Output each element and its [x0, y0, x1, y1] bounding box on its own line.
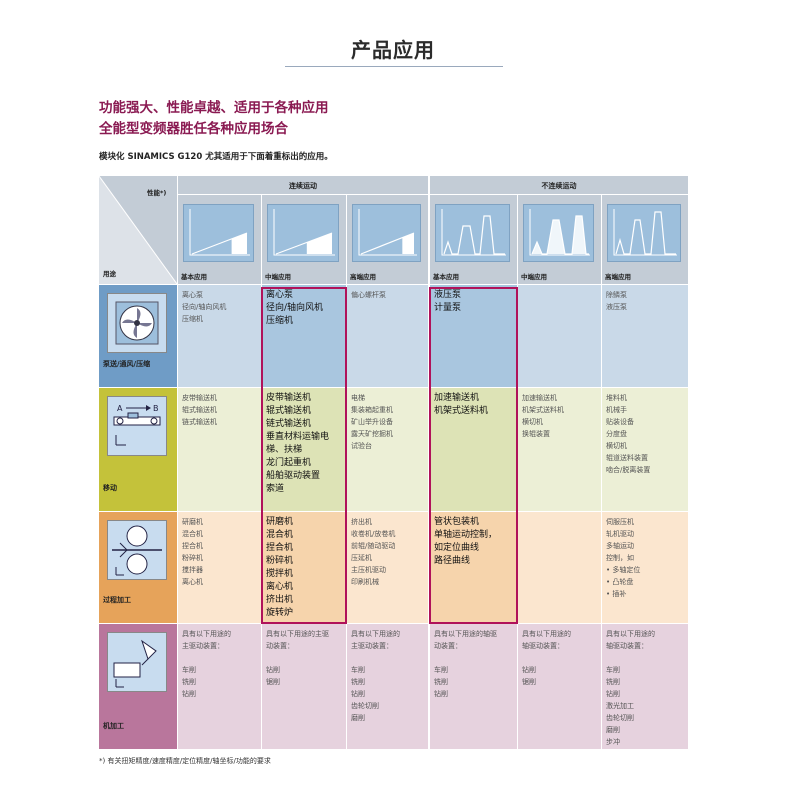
application-cell: 离心泵 径向/轴向风机 压缩机 [178, 285, 261, 387]
application-list: 皮带输送机 辊式输送机 链式输送机 垂直材料运输电 梯、扶梯 龙门起重机 船舶驱… [266, 393, 330, 494]
application-cell: 离心泵 径向/轴向风机 压缩机 [262, 285, 346, 387]
application-cell: 具有以下用途的 主驱动装置： 车削 铣削 钻削 齿轮切削 磨削 [347, 624, 428, 749]
application-matrix: 性能*) 用途 连续运动 不连续运动 基本应用 中端应用 高端应用 基本应用 中端应用 高… [99, 176, 688, 749]
application-list: 偏心螺杆泵 [351, 291, 386, 299]
row-label: 泵送/通风/压缩 [103, 360, 151, 368]
application-cell: 研磨机 混合机 捏合机 粉碎机 搅拌器 离心机 [178, 512, 261, 623]
headline-primary: 功能强大、性能卓越、适用于各种应用 [99, 100, 329, 116]
application-cell: 电梯 集装箱起重机 矿山举升设备 露天矿挖掘机 试验台 [347, 388, 428, 511]
application-cell: 偏心螺杆泵 [347, 285, 428, 387]
application-list: 具有以下用途的 轴驱动装置： 车削 铣削 钻削 激光加工 齿轮切削 磨削 步冲 [606, 630, 655, 746]
row-label-cell: 泵送/通风/压缩 [99, 285, 177, 387]
row-label-cell: 过程加工 [99, 512, 177, 623]
recommended-highlight-frame [429, 287, 518, 624]
motion-profile-chart [523, 204, 594, 262]
application-list: 具有以下用途的 主驱动装置： 车削 铣削 钻削 [182, 630, 231, 698]
application-level-label: 中端应用 [265, 273, 291, 281]
application-list: 离心泵 径向/轴向风机 压缩机 [182, 291, 227, 323]
application-cell: 具有以下用途的轴驱 动装置： 车削 铣削 钻削 [430, 624, 517, 749]
application-level-label: 高端应用 [350, 273, 376, 281]
headline-secondary: 全能型变频器胜任各种应用场合 [99, 121, 288, 137]
motion-profile-chart [267, 204, 339, 262]
fan-icon [107, 293, 167, 353]
application-list: 除鳞泵 液压泵 [606, 291, 627, 311]
application-list: 加速输送机 机架式送料机 横切机 换辊装置 [522, 394, 564, 438]
level-header: 中端应用 [518, 195, 601, 284]
page-title: 产品应用 [351, 38, 435, 62]
application-cell: 伺服压机 轧机驱动 多轴运动 控制，如 • 多轴定位 • 凸轮盘 • 插补 [602, 512, 688, 623]
application-list: 加速输送机 机架式送料机 [434, 393, 489, 416]
application-cell: 具有以下用途的主驱 动装置： 钻削 锯削 [262, 624, 346, 749]
application-cell: 挤出机 收卷机/放卷机 前辊/随动驱动 压延机 主压机驱动 印刷机械 [347, 512, 428, 623]
application-list: 电梯 集装箱起重机 矿山举升设备 露天矿挖掘机 试验台 [351, 394, 393, 450]
application-cell: 皮带输送机 辊式输送机 链式输送机 垂直材料运输电 梯、扶梯 龙门起重机 船舶驱… [262, 388, 346, 511]
application-list: 具有以下用途的 主驱动装置： 车削 铣削 钻削 齿轮切削 磨削 [351, 630, 400, 722]
application-level-label: 基本应用 [181, 273, 207, 281]
group-header-discontinuous: 不连续运动 [430, 176, 688, 194]
rollers-icon [107, 520, 167, 580]
group-header-continuous: 连续运动 [178, 176, 428, 194]
application-list: 液压泵 计量泵 [434, 290, 462, 313]
application-list: 堆料机 机械手 贴装设备 分度盘 横切机 辊道送料装置 啮合/脱离装置 [606, 394, 651, 474]
application-cell: 除鳞泵 液压泵 [602, 285, 688, 387]
application-level-label: 中端应用 [521, 273, 547, 281]
application-cell [518, 512, 601, 623]
application-list: 伺服压机 轧机驱动 多轴运动 控制，如 • 多轴定位 • 凸轮盘 • 插补 [606, 518, 641, 598]
application-list: 具有以下用途的轴驱 动装置： 车削 铣削 钻削 [434, 630, 497, 698]
intro-text: 模块化 SINAMICS G120 尤其适用于下面着重标出的应用。 [99, 152, 333, 162]
application-list: 具有以下用途的 轴驱动装置： 钻削 锯削 [522, 630, 571, 686]
level-header: 基本应用 [178, 195, 261, 284]
machining-icon [107, 632, 167, 692]
application-cell: 皮带输送机 辊式输送机 链式输送机 [178, 388, 261, 511]
level-header: 高端应用 [602, 195, 688, 284]
title-divider [285, 66, 503, 67]
application-list: 研磨机 混合机 捏合机 粉碎机 搅拌器 离心机 [182, 518, 203, 586]
application-list: 具有以下用途的主驱 动装置： 钻削 锯削 [266, 630, 329, 686]
application-cell: 具有以下用途的 轴驱动装置： 钻削 锯削 [518, 624, 601, 749]
application-cell [518, 285, 601, 387]
footnote: *) 有关扭矩精度/速度精度/定位精度/轴坐标/功能的要求 [99, 757, 271, 765]
application-list: 研磨机 混合机 捏合机 粉碎机 搅拌机 离心机 挤出机 旋转炉 [266, 517, 294, 618]
application-list: 管状包装机 单轴运动控制， 如定位曲线 路径曲线 [434, 517, 498, 566]
recommended-highlight-frame [261, 287, 347, 624]
level-header: 中端应用 [262, 195, 346, 284]
diagonal-divider [99, 176, 177, 284]
row-label: 机加工 [103, 722, 124, 730]
header-corner: 性能*) 用途 [99, 176, 177, 284]
application-list: 离心泵 径向/轴向风机 压缩机 [266, 290, 324, 326]
motion-profile-chart [607, 204, 681, 262]
svg-text:B: B [153, 404, 159, 413]
row-label-cell: 机加工 [99, 624, 177, 749]
application-cell: 液压泵 计量泵 [430, 285, 517, 387]
application-cell: 加速输送机 机架式送料机 横切机 换辊装置 [518, 388, 601, 511]
usage-label: 用途 [103, 270, 116, 278]
application-level-label: 基本应用 [433, 273, 459, 281]
application-cell: 加速输送机 机架式送料机 [430, 388, 517, 511]
application-list: 皮带输送机 辊式输送机 链式输送机 [182, 394, 217, 426]
performance-label: 性能*) [147, 189, 167, 197]
row-label: 过程加工 [103, 596, 131, 604]
motion-profile-chart [435, 204, 510, 262]
application-list: 挤出机 收卷机/放卷机 前辊/随动驱动 压延机 主压机驱动 印刷机械 [351, 518, 396, 586]
motion-profile-chart [352, 204, 421, 262]
application-cell: 堆料机 机械手 贴装设备 分度盘 横切机 辊道送料装置 啮合/脱离装置 [602, 388, 688, 511]
application-cell: 研磨机 混合机 捏合机 粉碎机 搅拌机 离心机 挤出机 旋转炉 [262, 512, 346, 623]
application-cell: 具有以下用途的 轴驱动装置： 车削 铣削 钻削 激光加工 齿轮切削 磨削 步冲 [602, 624, 688, 749]
row-label: 移动 [103, 484, 117, 492]
application-cell: 管状包装机 单轴运动控制， 如定位曲线 路径曲线 [430, 512, 517, 623]
level-header: 高端应用 [347, 195, 428, 284]
svg-text:A: A [117, 404, 123, 413]
level-header: 基本应用 [430, 195, 517, 284]
application-level-label: 高端应用 [605, 273, 631, 281]
motion-profile-chart [183, 204, 254, 262]
application-cell: 具有以下用途的 主驱动装置： 车削 铣削 钻削 [178, 624, 261, 749]
